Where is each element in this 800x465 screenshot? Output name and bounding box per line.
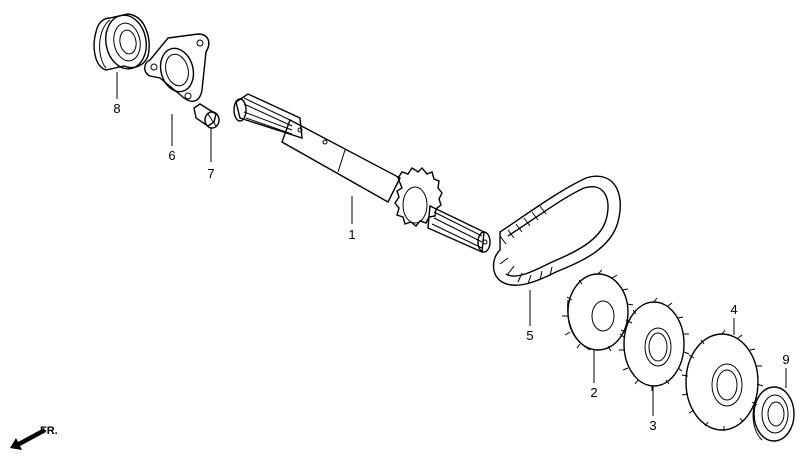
front-direction-arrow: FR. (10, 425, 58, 450)
callout-9: 9 (782, 352, 789, 367)
holder-plate-6 (144, 33, 210, 102)
callout-2: 2 (590, 385, 597, 400)
drive-chain-5 (492, 175, 621, 286)
bearing-8 (93, 13, 150, 71)
gear-4 (681, 329, 764, 431)
callout-8: 8 (113, 101, 120, 116)
main-shaft-1 (233, 93, 491, 254)
leader-lines (116, 72, 787, 416)
bolt-7 (193, 103, 220, 129)
gear-2 (562, 269, 634, 355)
callout-7: 7 (207, 166, 214, 181)
callout-6: 6 (168, 148, 175, 163)
front-direction-label: FR. (40, 425, 58, 437)
gear-3 (619, 297, 690, 391)
callout-1: 1 (348, 227, 355, 242)
bearing-9 (752, 386, 795, 442)
callout-5: 5 (526, 328, 533, 343)
callout-4: 4 (730, 302, 737, 317)
callout-3: 3 (649, 418, 656, 433)
